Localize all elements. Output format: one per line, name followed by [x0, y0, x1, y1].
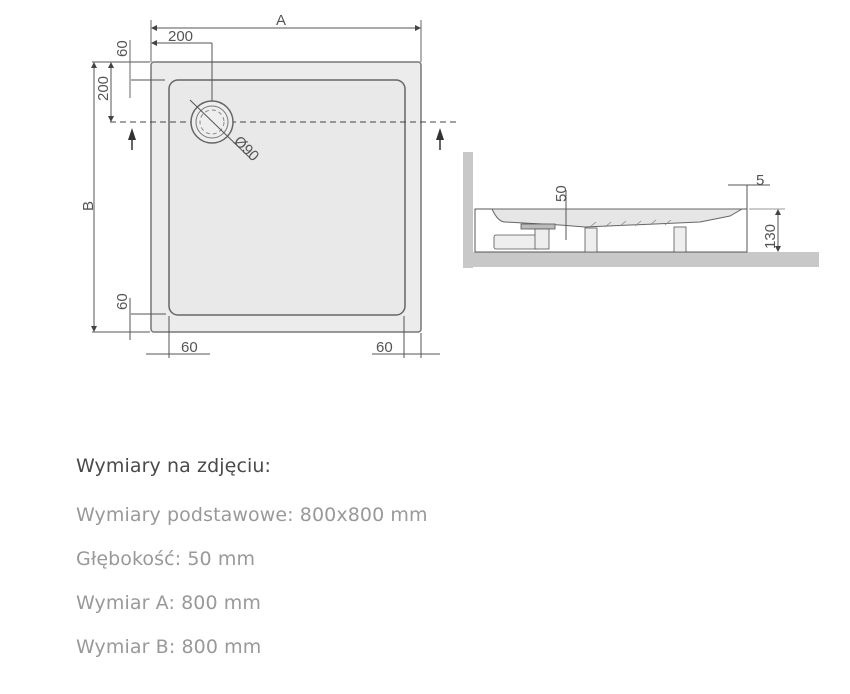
dim-label-a: A: [276, 12, 286, 29]
dim-top-edge: 60: [114, 40, 131, 57]
specs-title: Wymiary na zdjęciu:: [76, 455, 272, 477]
spec-dimension-b: Wymiar B: 800 mm: [76, 636, 262, 658]
dim-drain-x: 200: [168, 28, 193, 45]
specs-section: Wymiary na zdjęciu: Wymiary podstawowe: …: [76, 455, 428, 676]
spec-dimension-a: Wymiar A: 800 mm: [76, 592, 262, 614]
dim-label-b: B: [80, 201, 97, 211]
wall: [463, 152, 473, 268]
dim-rim: 5: [756, 172, 764, 189]
tray-basin: [168, 79, 406, 316]
dim-depth: 50: [553, 185, 570, 202]
floor: [463, 252, 819, 267]
dim-drain-y: 200: [95, 76, 112, 101]
plan-view: A 200 B 200 60 Ø90: [80, 12, 460, 358]
spec-depth: Głębokość: 50 mm: [76, 548, 256, 570]
dim-left-edge: 60: [181, 339, 198, 356]
dim-right-edge: 60: [376, 339, 393, 356]
technical-drawing: A 200 B 200 60 Ø90: [80, 12, 819, 358]
dim-height: 130: [762, 224, 779, 249]
dim-bottom-edge: 60: [114, 293, 131, 310]
spec-base-dimensions: Wymiary podstawowe: 800x800 mm: [76, 504, 428, 526]
section-view: 50 5 130: [463, 152, 819, 268]
